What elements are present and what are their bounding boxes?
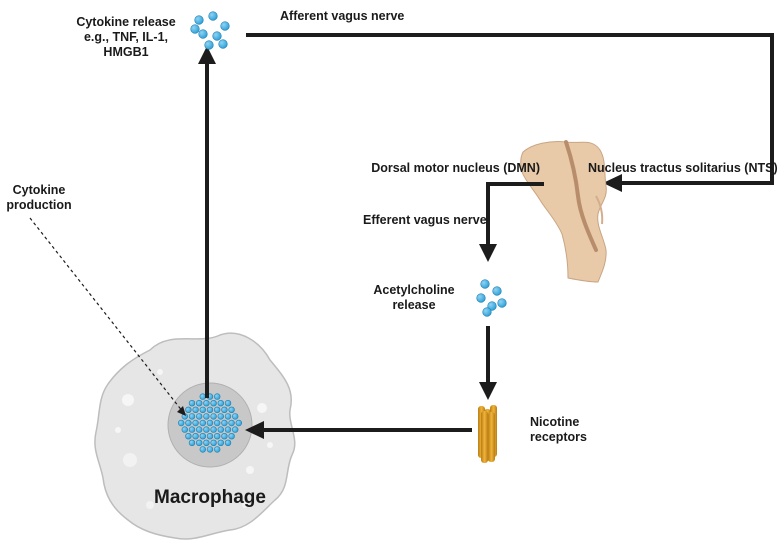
macrophage-label: Macrophage bbox=[154, 487, 266, 508]
cytokine-granule bbox=[224, 400, 232, 407]
cytokine-granule bbox=[228, 433, 235, 440]
arrowhead-up bbox=[198, 46, 216, 64]
cytokine-granule bbox=[210, 426, 217, 433]
cytokine-granule bbox=[199, 393, 207, 400]
cytokine-production-label: Cytokine production bbox=[6, 183, 72, 212]
cytokine-granule bbox=[188, 400, 196, 407]
cytokine-granule bbox=[217, 439, 225, 446]
acetylcholine-particle bbox=[492, 286, 502, 296]
arrowhead-to-nts bbox=[603, 174, 622, 192]
cytokine-granule bbox=[196, 400, 203, 407]
cytokine-particle bbox=[220, 21, 230, 31]
cytokine-granule bbox=[221, 433, 228, 440]
cytokine-granule bbox=[178, 419, 185, 427]
arrowhead-down-1 bbox=[479, 244, 497, 262]
nts-label: Nucleus tractus solitarius (NTS) bbox=[588, 161, 778, 175]
cytokine-granule bbox=[214, 406, 221, 413]
cytokine-granule bbox=[232, 426, 239, 433]
cytokine-granule bbox=[185, 433, 192, 440]
cytokine-particle bbox=[212, 31, 222, 41]
afferent-vagus-nerve-path bbox=[246, 33, 774, 185]
nicotine-receptors-label: Nicotine receptors bbox=[530, 415, 587, 444]
arrowhead-left bbox=[245, 421, 264, 439]
acetylcholine-particle bbox=[487, 301, 497, 311]
cytokine-granule bbox=[224, 426, 232, 433]
acetylcholine-particle bbox=[482, 307, 492, 317]
cytokine-granule bbox=[210, 400, 217, 407]
cytokine-granule bbox=[217, 413, 225, 420]
cytokine-granule bbox=[235, 419, 243, 427]
cytokine-granule bbox=[214, 433, 221, 440]
cytokine-granule bbox=[221, 419, 228, 427]
cytokine-particle bbox=[194, 15, 204, 25]
cytokine-granule bbox=[210, 439, 217, 446]
cytokine-granule bbox=[224, 439, 232, 446]
cytokine-granule bbox=[206, 419, 214, 427]
cytokine-particle bbox=[190, 24, 200, 34]
cytokine-granule bbox=[210, 413, 217, 420]
cytokine-granule bbox=[192, 433, 199, 440]
cytokine-particle bbox=[218, 39, 228, 49]
cytokine-particle bbox=[198, 29, 208, 39]
cytokine-granule bbox=[199, 419, 207, 427]
acetylcholine-particle bbox=[497, 298, 507, 308]
cytokine-granule bbox=[192, 406, 199, 413]
acetylcholine-particles-icon bbox=[476, 279, 507, 317]
cytokine-granule bbox=[217, 426, 225, 433]
cytokine-granule bbox=[203, 426, 210, 433]
cytokine-granule bbox=[199, 446, 207, 453]
cytokine-granule bbox=[181, 426, 189, 433]
arrowhead-down-2 bbox=[479, 382, 497, 400]
cytokine-particle bbox=[204, 40, 214, 50]
cytokine-granule bbox=[192, 419, 199, 427]
cytokine-granule bbox=[232, 413, 239, 420]
brainstem-shape bbox=[520, 141, 607, 283]
cytokine-granule bbox=[185, 406, 192, 413]
brainstem-groove bbox=[564, 140, 598, 252]
cytokine-granule bbox=[188, 426, 196, 433]
efferent-vagus-nerve-label: Efferent vagus nerve bbox=[363, 213, 487, 227]
cytokine-production-pointer bbox=[29, 217, 184, 413]
cytokine-granule bbox=[214, 419, 221, 427]
cytokine-granule bbox=[206, 433, 214, 440]
cytokine-particles-icon bbox=[190, 11, 230, 50]
cytokine-granule bbox=[196, 439, 203, 446]
acetylcholine-release-label: Acetylcholine release bbox=[373, 283, 455, 312]
cytokine-granule bbox=[188, 439, 196, 446]
cytokine-release-label: Cytokine release e.g., TNF, IL-1, HMGB1 bbox=[76, 15, 176, 59]
cytokine-granule bbox=[196, 426, 203, 433]
dmn-label: Dorsal motor nucleus (DMN) bbox=[371, 161, 540, 175]
cytokine-granule bbox=[214, 393, 221, 400]
cytokine-granule bbox=[214, 446, 221, 453]
cytokine-granule bbox=[224, 413, 232, 420]
efferent-vagus-nerve-path bbox=[486, 182, 544, 246]
cytokine-granule bbox=[221, 406, 228, 413]
cytokine-granule bbox=[203, 439, 210, 446]
cytokine-granule bbox=[199, 433, 207, 440]
brainstem-icon bbox=[520, 140, 607, 283]
cytokine-granule bbox=[228, 419, 235, 427]
cytokine-granule bbox=[185, 419, 192, 427]
cytokine-granule bbox=[203, 413, 210, 420]
cytokine-granule bbox=[217, 400, 225, 407]
cytokine-granule bbox=[203, 400, 210, 407]
cytokine-granule bbox=[228, 406, 235, 413]
cytokine-granule bbox=[196, 413, 203, 420]
afferent-vagus-nerve-label: Afferent vagus nerve bbox=[280, 9, 405, 23]
cytokine-granule bbox=[206, 446, 214, 453]
cytokine-particle bbox=[208, 11, 218, 21]
cytokine-granule bbox=[206, 406, 214, 413]
acetylcholine-particle bbox=[480, 279, 490, 289]
cytokine-granule bbox=[199, 406, 207, 413]
cytokine-granule bbox=[188, 413, 196, 420]
nicotine-receptor-icon bbox=[478, 405, 497, 463]
acetylcholine-particle bbox=[476, 293, 486, 303]
